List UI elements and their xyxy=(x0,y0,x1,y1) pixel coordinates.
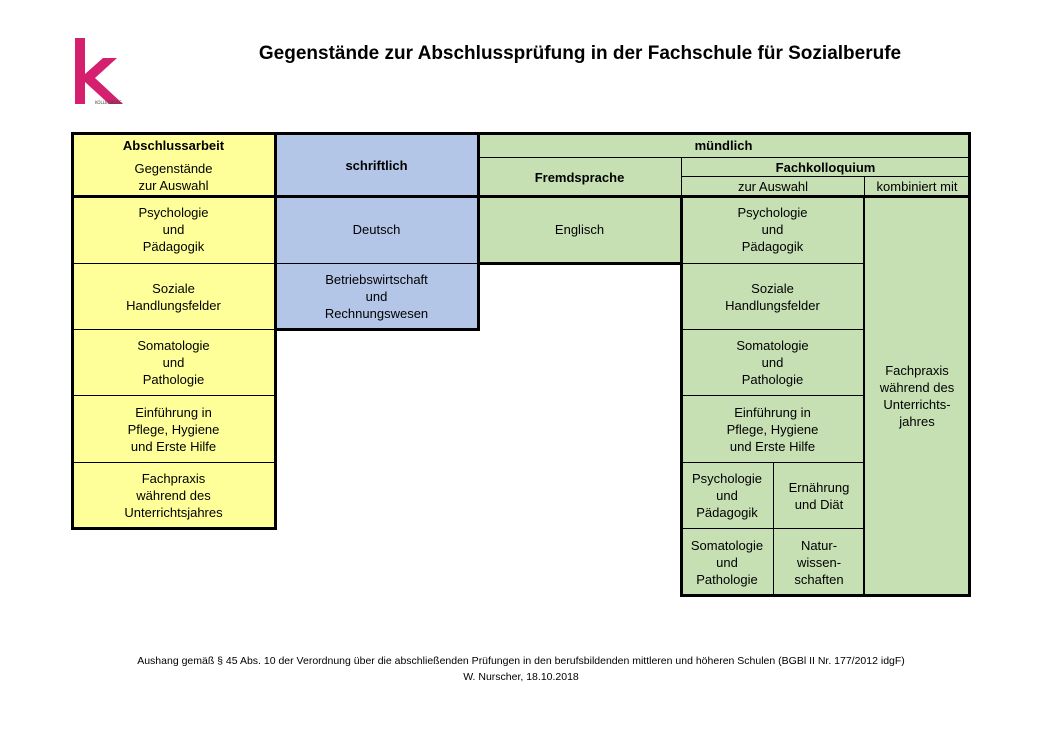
fachkolloquium-pair-right: Ernährung und Diät xyxy=(773,462,864,528)
fachkolloquium-item: Psychologie und Pädagogik xyxy=(681,196,864,263)
schriftlich-item: Deutsch xyxy=(275,196,478,263)
header-muendlich: mündlich xyxy=(478,134,969,157)
abschlussarbeit-item: Psychologie und Pädagogik xyxy=(72,196,275,263)
schriftlich-item: Betriebswirtschaft und Rechnungswesen xyxy=(275,263,478,329)
school-logo: KOLLEGBERG xyxy=(73,36,135,106)
header-fachkolloquium: Fachkolloquium xyxy=(681,157,969,176)
kombiniert-item: Fachpraxis während des Unterrichts- jahr… xyxy=(864,196,969,595)
fachkolloquium-item: Soziale Handlungsfelder xyxy=(681,263,864,329)
header-abschlussarbeit: Abschlussarbeit xyxy=(72,134,275,157)
fachkolloquium-item: Einführung in Pflege, Hygiene und Erste … xyxy=(681,395,864,462)
fachkolloquium-pair-left: Somatologie und Pathologie xyxy=(681,528,773,595)
header-fremdsprache: Fremdsprache xyxy=(478,157,681,196)
footer-legal: Aushang gemäß § 45 Abs. 10 der Verordnun… xyxy=(137,655,905,667)
abschlussarbeit-item: Einführung in Pflege, Hygiene und Erste … xyxy=(72,395,275,462)
footer-author: W. Nurscher, 18.10.2018 xyxy=(463,671,579,683)
fachkolloquium-pair-right: Natur- wissen- schaften xyxy=(773,528,864,595)
fremdsprache-item: Englisch xyxy=(478,196,681,263)
header-schriftlich: schriftlich xyxy=(275,134,478,196)
abschlussarbeit-item: Somatologie und Pathologie xyxy=(72,329,275,395)
page-title: Gegenstände zur Abschlussprüfung in der … xyxy=(258,43,902,64)
fachkolloquium-item: Somatologie und Pathologie xyxy=(681,329,864,395)
abschlussarbeit-item: Soziale Handlungsfelder xyxy=(72,263,275,329)
header-zur-auswahl: zur Auswahl xyxy=(681,176,864,196)
header-gegenstaende: Gegenstände zur Auswahl xyxy=(72,157,275,196)
header-kombiniert-mit: kombiniert mit xyxy=(864,176,969,196)
divider-kombiniert xyxy=(863,196,865,595)
abschlussarbeit-item: Fachpraxis während des Unterrichtsjahres xyxy=(72,462,275,528)
logo-text: KOLLEGBERG xyxy=(95,100,122,105)
fachkolloquium-pair-left: Psychologie und Pädagogik xyxy=(681,462,773,528)
